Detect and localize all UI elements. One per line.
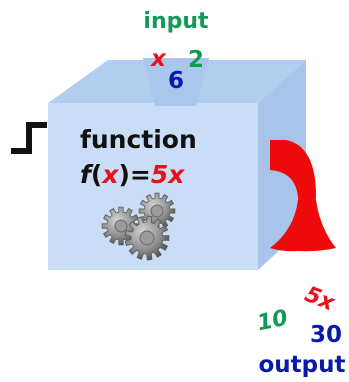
formula-expression: 5x: [151, 160, 185, 189]
formula-equals: =: [130, 160, 151, 189]
output-expression-5x: 5x: [301, 282, 338, 317]
input-number-2: 2: [188, 47, 204, 73]
gear-front-icon: [124, 215, 170, 261]
output-chute-icon: [270, 140, 336, 252]
output-chute-mouth: [270, 200, 336, 252]
formula-close-paren: ): [118, 160, 129, 189]
formula-x: x: [100, 160, 119, 189]
output-label: output: [258, 352, 345, 378]
input-funnel: [143, 58, 209, 106]
formula-f: f: [80, 160, 94, 189]
formula: f(x)=5x: [80, 160, 185, 189]
gear-hub: [150, 204, 164, 218]
gear-hub: [139, 230, 155, 246]
function-label: function: [80, 125, 197, 154]
gears-icon: [101, 192, 176, 261]
output-number-10: 10: [255, 306, 290, 337]
input-variable-x: x: [150, 46, 167, 72]
output-result-30: 30: [310, 322, 342, 348]
input-label: input: [143, 9, 209, 34]
formula-open-paren: (: [91, 160, 102, 189]
input-number-6: 6: [168, 68, 184, 94]
gear-hub: [114, 219, 128, 233]
step-signal-icon: [11, 122, 47, 154]
